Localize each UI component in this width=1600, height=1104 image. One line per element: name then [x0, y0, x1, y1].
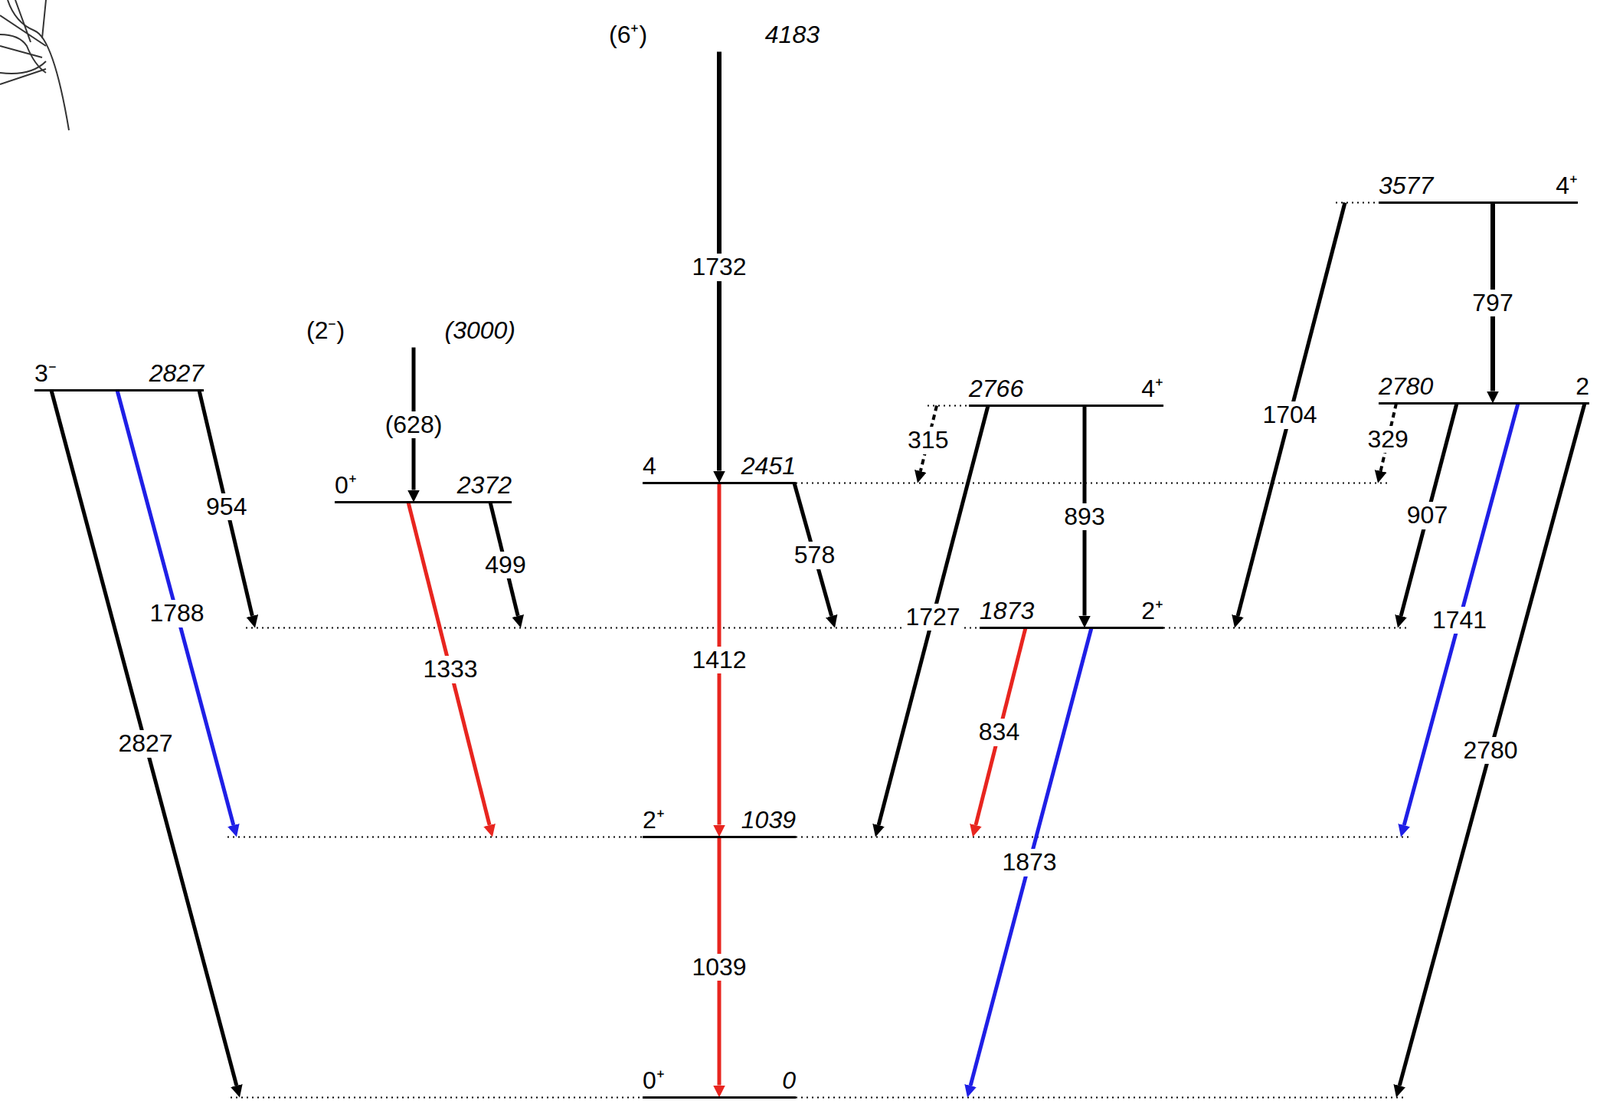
dotted-extension: [1335, 202, 1379, 204]
level-spin: 3⁻: [34, 359, 57, 388]
gamma-transition: [117, 390, 234, 826]
level-energy: 2372: [457, 471, 512, 500]
energy-level: 2766 4⁺: [968, 374, 1164, 407]
dotted-extension: [227, 836, 643, 838]
gamma-transition: [199, 390, 252, 616]
energy-level: (6⁺) 4183: [608, 20, 820, 53]
gamma-energy: 1704: [1259, 401, 1319, 429]
energy-level: 1873 2⁺: [979, 596, 1164, 629]
energy-level: 3⁻ 2827: [34, 359, 204, 392]
level-energy: 0: [782, 1066, 796, 1095]
dotted-extension: [230, 1096, 643, 1099]
energy-level: 2⁺ 1039: [642, 805, 796, 838]
gamma-energy: 893: [1061, 503, 1107, 531]
level-energy: 1039: [741, 805, 796, 835]
level-energy: (3000): [444, 316, 517, 345]
level-energy: 2766: [968, 374, 1024, 403]
level-energy: 2827: [149, 359, 204, 388]
level-spin: 4⁺: [1555, 171, 1578, 200]
gamma-energy: 954: [203, 493, 249, 521]
gamma-energy: 2827: [115, 729, 175, 757]
dotted-extension: [245, 627, 980, 629]
gamma-energy: 797: [1469, 289, 1515, 317]
gamma-energy: 315: [905, 426, 951, 454]
level-spin: 2⁺: [642, 805, 665, 835]
level-energy: 2451: [741, 451, 796, 481]
gamma-energy: 834: [976, 718, 1022, 746]
gamma-transition: [975, 628, 1026, 825]
level-spin: 4: [642, 451, 657, 481]
gamma-transition: [970, 628, 1092, 1087]
gamma-energy: 1333: [420, 655, 480, 683]
cobweb-decoration: [0, 0, 92, 138]
energy-level: 2780 2: [1378, 372, 1590, 405]
level-spin: 0⁺: [642, 1066, 665, 1095]
gamma-energy: 1741: [1429, 606, 1489, 634]
level-spin: 0⁺: [334, 471, 357, 500]
level-spin: (6⁺): [608, 20, 648, 50]
level-spin: 2⁺: [1141, 596, 1164, 625]
gamma-energy: 329: [1365, 425, 1411, 453]
dotted-extension: [927, 405, 969, 407]
level-energy: 3577: [1378, 171, 1434, 200]
level-spin: 2: [1575, 372, 1590, 401]
dotted-extension: [1163, 627, 1407, 629]
level-spin: 4⁺: [1141, 374, 1164, 403]
gamma-energy: 1727: [903, 603, 962, 631]
level-energy: 1873: [979, 596, 1034, 625]
gamma-transition: [1399, 403, 1585, 1087]
gamma-energy: 907: [1404, 501, 1450, 529]
gamma-energy: 1412: [689, 646, 749, 674]
energy-level: (2⁻) (3000): [306, 316, 516, 349]
level-energy: 2780: [1378, 372, 1434, 401]
gamma-energy: 578: [791, 541, 838, 569]
cobweb-strand: [0, 0, 69, 131]
gamma-energy: 1039: [689, 953, 749, 981]
energy-level: 4 2451: [642, 451, 796, 485]
level-spin: (2⁻): [306, 316, 345, 345]
energy-level: 0⁺ 2372: [334, 471, 512, 504]
level-energy: 4183: [765, 20, 820, 50]
gamma-energy: (628): [382, 411, 445, 439]
gamma-energy: 499: [482, 551, 528, 579]
dotted-extension: [795, 836, 1411, 838]
gamma-energy: 1873: [999, 848, 1059, 876]
gamma-transition: [1237, 202, 1345, 617]
gamma-transition: [878, 405, 989, 826]
dotted-extension: [795, 482, 1388, 485]
energy-level: 3577 4⁺: [1378, 171, 1578, 204]
gamma-energy: 2780: [1460, 736, 1520, 764]
gamma-energy: 1788: [147, 599, 207, 627]
dotted-extension: [795, 1096, 1406, 1099]
gamma-energy: 1732: [689, 253, 749, 281]
gamma-transition: [408, 502, 490, 825]
energy-level: 0⁺ 0: [642, 1066, 796, 1099]
